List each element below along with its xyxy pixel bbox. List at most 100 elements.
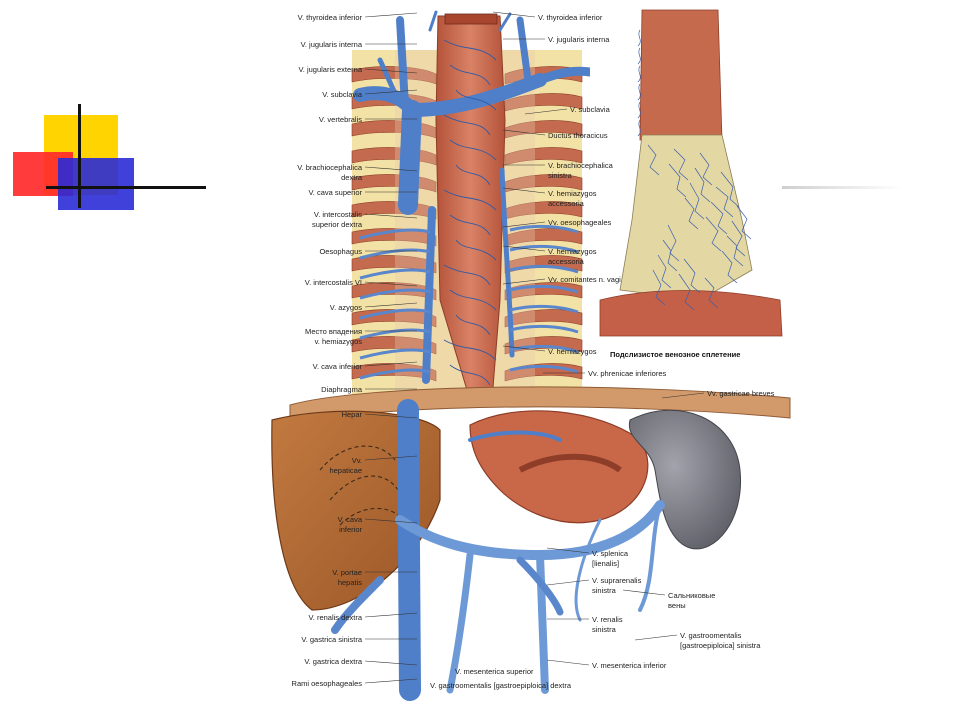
leader-line: [502, 345, 546, 352]
intercostal-vein: [359, 288, 431, 300]
leader-line: [364, 678, 418, 684]
label-left: V. thyroidea inferior: [298, 13, 363, 22]
intercostal-vein: [359, 308, 431, 320]
leader-line: [502, 187, 546, 194]
label-right: V. renalis: [592, 615, 623, 624]
label-right: [gastroepiploica] sinistra: [680, 641, 761, 650]
leader-line: [546, 579, 590, 586]
intercostal-vein: [509, 264, 579, 274]
label-right: [lienalis]: [592, 559, 619, 568]
label-left: inferior: [339, 525, 362, 534]
plexus-vein: [667, 224, 680, 262]
intercostal-vein: [509, 364, 579, 374]
label-right: Ductus thoracicus: [548, 131, 608, 140]
decor-square-blue: [58, 158, 134, 210]
label-left: V. renalis dextra: [308, 613, 362, 622]
label-left: V. jugularis interna: [301, 40, 363, 49]
leader-line: [364, 302, 418, 308]
leader-line: [364, 166, 418, 172]
hepatic-vein-arrows: [319, 445, 399, 526]
oesophageal-vein: [443, 39, 497, 61]
oesophageal-vein: [455, 164, 491, 186]
label-left: Rami oesophageales: [292, 679, 363, 688]
label-left: Vv.: [352, 456, 362, 465]
label-right: V. suprarenalis: [592, 576, 642, 585]
label-right: V. hemiazygos: [548, 347, 597, 356]
inset-venous-plexus: [590, 8, 783, 348]
plexus-vein: [736, 205, 752, 240]
diaphragm-shape: [289, 386, 791, 426]
leader-line: [364, 68, 418, 74]
plexus-vein: [647, 144, 660, 176]
label-right: V. gastroomentalis [gastroepiploica] dex…: [430, 681, 572, 690]
label-left: superior dextra: [312, 220, 363, 229]
inset-caption: Подслизистое венозное сплетение: [610, 350, 740, 359]
plexus-vein: [720, 171, 740, 208]
intercostal-vein: [509, 344, 579, 354]
label-right: V. hemiazygos: [548, 247, 597, 256]
leader-line: [622, 589, 666, 596]
label-left: V. subclavia: [322, 90, 363, 99]
stomach-shape: [469, 410, 649, 524]
label-right: V. brachiocephalica: [548, 161, 614, 170]
oesophageal-vein: [449, 364, 491, 386]
plexus-vein: [721, 250, 738, 284]
decor-line-horizontal: [46, 186, 206, 189]
leader-line: [524, 108, 568, 115]
label-right: V. mesenterica inferior: [592, 661, 667, 670]
label-right: V. mesenterica superior: [455, 667, 534, 676]
rib: [504, 174, 583, 193]
label-left: Hepar: [342, 410, 363, 419]
leader-line: [661, 392, 705, 399]
plexus-vein: [673, 148, 689, 181]
leader-line: [502, 278, 546, 285]
label-left: hepaticae: [329, 466, 362, 475]
plexus-vein: [699, 152, 713, 186]
label-right: Сальниковые: [668, 591, 715, 600]
oesophageal-vein: [449, 139, 497, 161]
rib: [504, 309, 583, 328]
oesophageal-vein: [455, 89, 497, 111]
label-left: V. vertebralis: [319, 115, 362, 124]
oesophageal-vein: [455, 239, 497, 261]
intercostal-vein: [359, 368, 431, 380]
leader-line: [546, 547, 590, 554]
label-left: v. hemiazygos: [315, 337, 363, 346]
intercostal-vein: [509, 224, 579, 234]
label-right: V. subclavia: [570, 105, 611, 114]
plexus-vein: [710, 201, 728, 235]
label-left: V. gastrica dextra: [304, 657, 362, 666]
plexus-vein: [637, 101, 641, 119]
leader-line: [364, 413, 418, 419]
leader-line: [502, 245, 546, 252]
rib: [504, 201, 583, 220]
label-left: dextra: [341, 173, 363, 182]
label-left: V. gastrica sinistra: [301, 635, 362, 644]
leader-line: [364, 660, 418, 666]
plexus-vein: [678, 273, 695, 311]
plexus-vein: [657, 254, 672, 289]
label-left: Oesophagus: [319, 247, 362, 256]
rib: [504, 120, 583, 139]
plexus-vein: [637, 65, 641, 83]
plexus-vein: [637, 47, 641, 65]
plexus-vein: [731, 220, 746, 257]
intercostal-vein: [359, 248, 431, 260]
decor-line-right: [782, 186, 902, 189]
intercostal-vein: [509, 284, 579, 294]
plexus-vein: [637, 83, 641, 101]
label-left: V. cava superior: [308, 188, 362, 197]
label-left: V. cava inferior: [313, 362, 363, 371]
label-right: V. splenica: [592, 549, 629, 558]
leader-line: [502, 221, 546, 228]
leader-line: [502, 129, 546, 136]
label-right: sinistra: [592, 586, 617, 595]
label-left: Место впадения: [305, 327, 362, 336]
leader-line: [634, 634, 678, 641]
plexus-vein: [652, 269, 666, 306]
plexus-vein: [662, 239, 678, 272]
label-right: V. gastroomentalis: [680, 631, 742, 640]
intercostal-vein: [359, 228, 431, 240]
rib: [504, 93, 583, 112]
